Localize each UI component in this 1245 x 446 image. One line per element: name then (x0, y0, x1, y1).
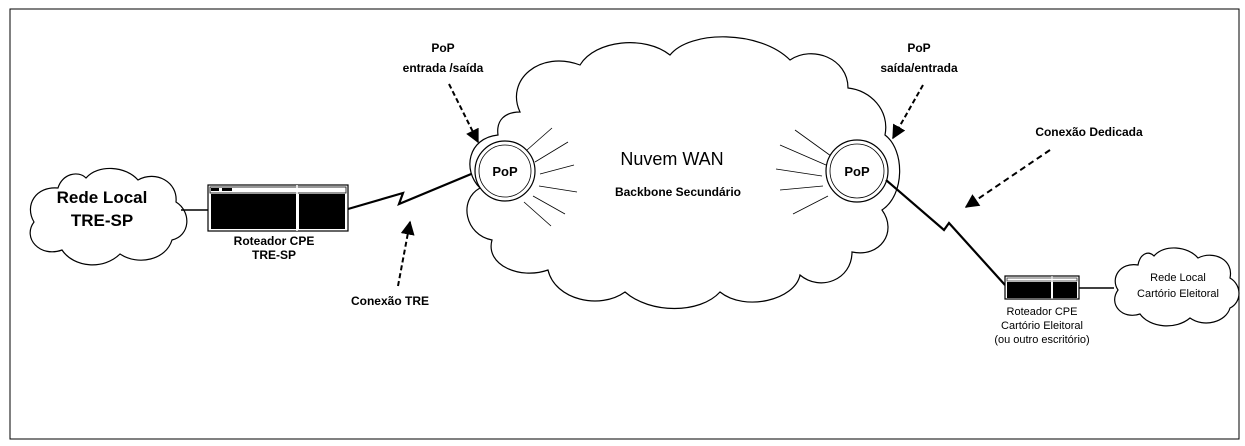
rede-local-tre-line1: Rede Local (57, 188, 148, 207)
rede-local-cartorio-line1: Rede Local (1150, 272, 1206, 284)
rede-local-cartorio-line2: Cartório Eleitoral (1137, 288, 1219, 300)
pop-left: PoP (474, 140, 536, 202)
arrow-pop-in (448, 83, 479, 144)
annotation-conexao-dedicada: Conexão Dedicada (1035, 125, 1143, 139)
router-tre-label-line2: TRE-SP (252, 248, 296, 262)
router-cpe-tre (207, 184, 349, 232)
pop-right: PoP (825, 139, 889, 203)
router-cartorio-label-line3: (ou outro escritório) (994, 334, 1089, 346)
router-tre-label-line1: Roteador CPE (234, 234, 315, 248)
router-cpe-cartorio (1004, 275, 1080, 300)
nuvem-wan-title: Nuvem WAN (620, 149, 723, 169)
annotation-pop-in-line2: entrada /saída (403, 61, 484, 75)
annotation-pop-out-line2: saída/entrada (880, 61, 958, 75)
rede-local-tre-line2: TRE-SP (71, 211, 133, 230)
pop-left-spokes (523, 127, 578, 227)
cloud-rede-local-cartorio: Rede Local Cartório Eleitoral (1114, 247, 1240, 327)
annotation-conexao-tre: Conexão TRE (351, 294, 429, 308)
nuvem-wan-subtitle: Backbone Secundário (615, 185, 741, 199)
cloud-nuvem-wan (466, 36, 901, 309)
link-conexao-dedicada (885, 179, 1006, 286)
annotation-pop-out-line1: PoP (907, 41, 930, 55)
router-cartorio-label-line1: Roteador CPE (1007, 306, 1078, 318)
router-cartorio-label-line2: Cartório Eleitoral (1001, 320, 1083, 332)
annotation-pop-in-line1: PoP (431, 41, 454, 55)
pop-left-label: PoP (492, 164, 518, 179)
link-conexao-tre (347, 170, 477, 211)
pop-right-spokes (775, 129, 832, 215)
arrow-conexao-tre (397, 220, 415, 287)
arrow-pop-out (892, 84, 924, 140)
cloud-rede-local-tre: Rede Local TRE-SP (29, 167, 188, 266)
pop-right-label: PoP (844, 164, 870, 179)
arrow-conexao-dedicada (964, 149, 1051, 208)
